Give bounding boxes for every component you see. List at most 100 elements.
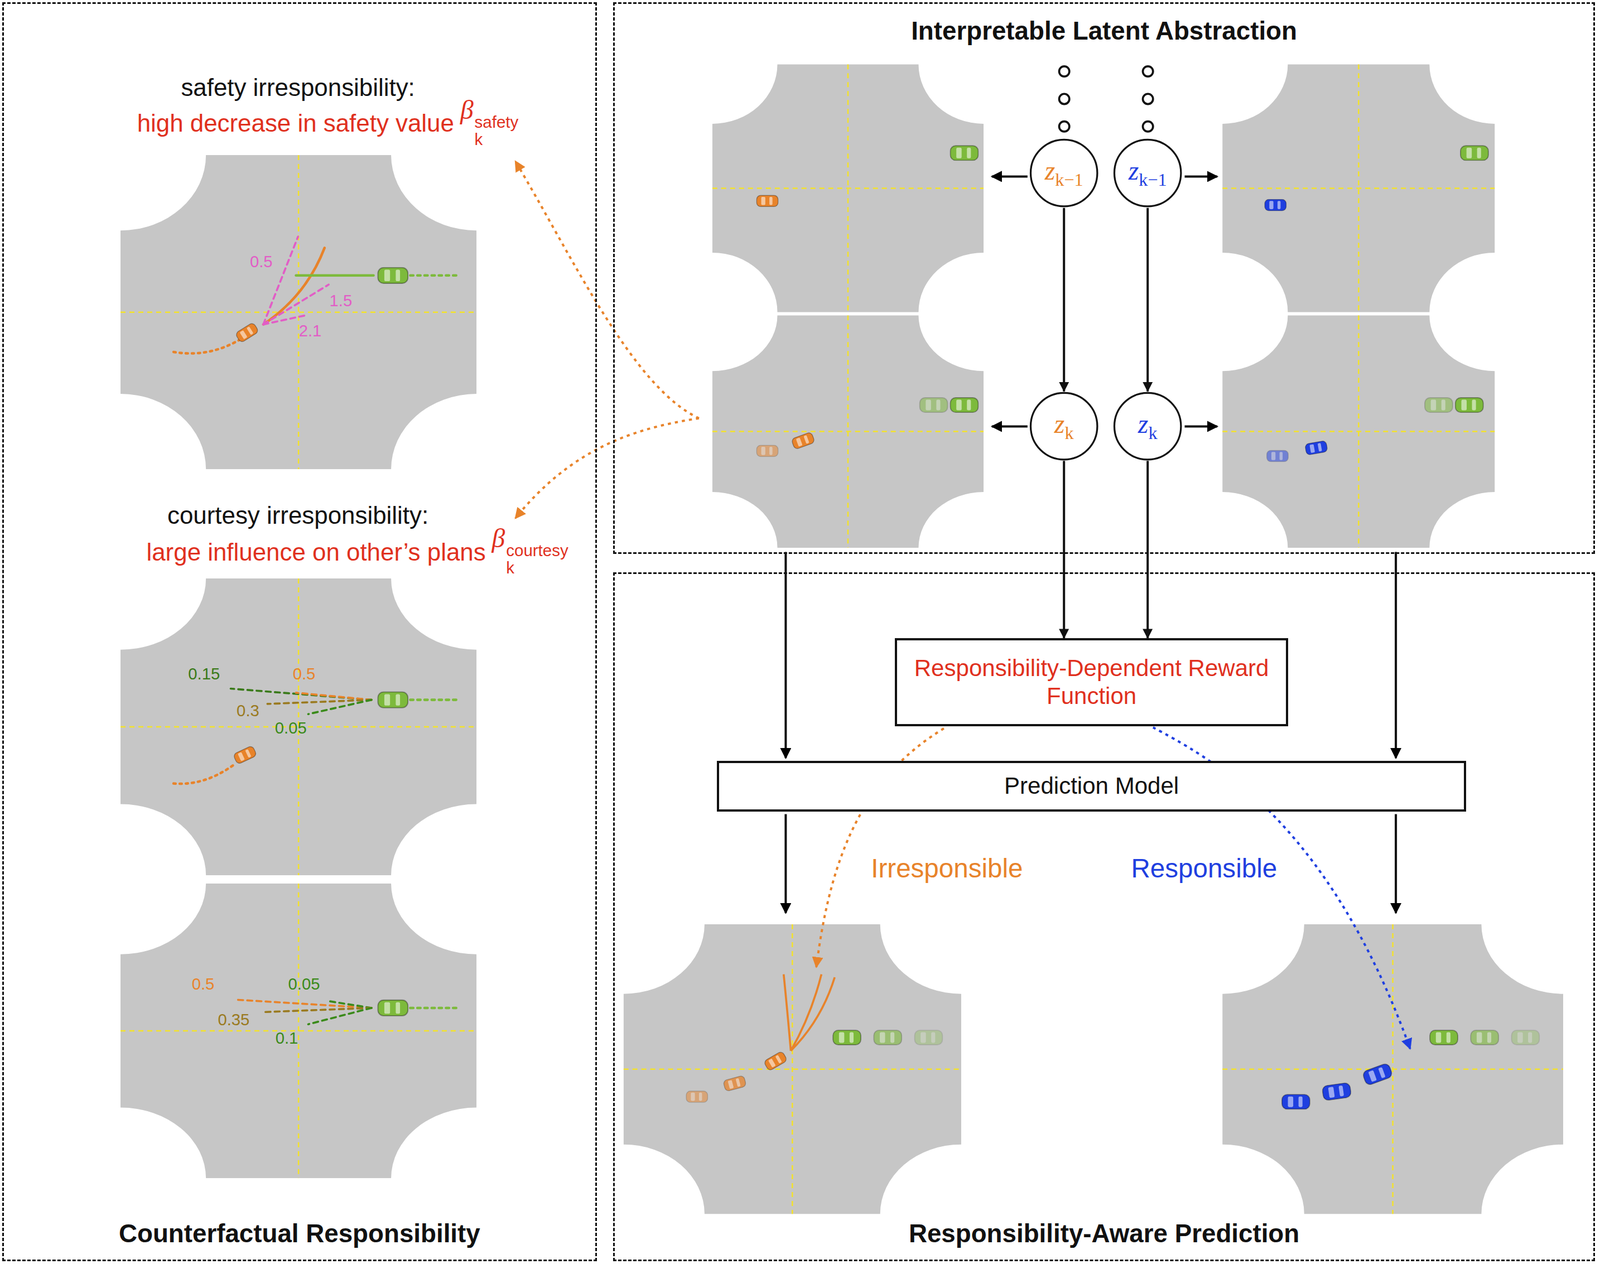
value-label: 0.5 (249, 252, 273, 272)
annotation: large influence on other’s plans (146, 537, 486, 566)
symbol-part: z (1138, 409, 1149, 439)
subscript: k (1148, 422, 1158, 443)
latent-circle: zk (1112, 391, 1183, 461)
flow-arrows (1184, 425, 1218, 428)
courtesy-scene-top (232, 745, 257, 765)
math-symbol: βksafety (460, 94, 519, 149)
value-label: 0.3 (236, 701, 260, 721)
subscript: k (474, 131, 519, 149)
value-label: 0.05 (275, 719, 307, 739)
symbol-part: z (1044, 156, 1056, 186)
courtesy-scene-top (267, 700, 372, 705)
circle-outline (1030, 140, 1098, 207)
value-label: 2.1 (299, 322, 322, 342)
value-label: 0.5 (191, 975, 215, 995)
flow-arrows (1394, 813, 1397, 913)
intersection-tiles (1222, 924, 1564, 1214)
connector-arrow (1146, 460, 1149, 639)
prediction-scenes (1429, 1030, 1458, 1045)
branch-label: Responsible (1130, 852, 1277, 884)
dotted-callouts (515, 418, 700, 519)
latent-scenes (1460, 145, 1489, 161)
courtesy-scene-bottom (236, 999, 371, 1009)
prediction-scenes (1321, 1082, 1352, 1101)
intersection-tiles (1222, 64, 1495, 312)
value-label: 1.5 (329, 291, 353, 311)
prediction-scenes (1282, 1094, 1310, 1110)
panel-heading: Counterfactual Responsibility (3, 1218, 596, 1250)
dotted-callouts (515, 161, 700, 419)
panel: zk−1zk−1zkzkInterpretable Latent Abstrac… (613, 2, 1595, 555)
prediction-scenes (686, 1091, 708, 1103)
process-box: Prediction Model (716, 760, 1467, 812)
latent-circle: zk−1 (1112, 138, 1183, 208)
value-label: 0.35 (217, 1010, 250, 1030)
safety-scene (296, 274, 374, 278)
prediction-scenes (1511, 1030, 1540, 1045)
safety-scene (234, 322, 259, 344)
intersection-tiles (120, 578, 477, 876)
latent-scenes (756, 195, 778, 207)
panel: Counterfactual Responsibility (2, 2, 597, 1262)
flow-arrows (1394, 551, 1397, 758)
annotation: high decrease in safety value (137, 109, 455, 138)
courtesy-scene-bottom (410, 1006, 460, 1010)
courtesy-scene-bottom (236, 999, 460, 1025)
latent-scenes (791, 431, 816, 450)
intersection-tiles (712, 64, 984, 312)
courtesy-scene-top (230, 688, 371, 701)
subscript: k (505, 559, 568, 577)
safety-scene (410, 274, 460, 278)
math-symbol: βkcourtesy (492, 523, 569, 577)
prediction-scenes (1361, 1062, 1394, 1087)
courtesy-scene-bottom (377, 1000, 408, 1016)
value-label: 0.1 (275, 1029, 299, 1049)
latent-scenes (1455, 397, 1484, 413)
intersection-tiles (623, 924, 962, 1214)
connector-arrow (1062, 460, 1065, 639)
latent-dots (1059, 66, 1154, 132)
safety-scene (173, 336, 245, 354)
superscript: courtesy (505, 542, 568, 560)
courtesy-scene-bottom (326, 1000, 371, 1009)
node-label: zk (1054, 408, 1074, 445)
process-box: Responsibility-Dependent Reward Function (894, 638, 1288, 726)
intersection-tiles (120, 883, 477, 1179)
script-stack: ksafety (474, 113, 519, 149)
symbol-part: z (1054, 409, 1065, 439)
symbol-part: z (1128, 156, 1140, 186)
value-label: 0.15 (188, 664, 220, 684)
superscript: safety (474, 113, 519, 132)
subscript: k−1 (1138, 170, 1168, 191)
safety-scene (173, 236, 460, 354)
prediction-scenes (783, 974, 835, 1052)
latent-dots (1143, 66, 1154, 77)
safety-scene (263, 284, 329, 325)
latent-scenes (950, 145, 978, 161)
intersection-tiles (120, 155, 477, 470)
node-label: zk (1138, 408, 1158, 445)
courtesy-scene-top (173, 764, 235, 784)
script-stack: kcourtesy (505, 542, 568, 577)
node-label: zk−1 (1044, 155, 1084, 191)
subscript: k−1 (1054, 170, 1084, 191)
flow-arrows (1184, 175, 1218, 178)
node-label: Responsibility-Dependent Reward Function (897, 654, 1286, 711)
annotation: safety irresponsibility: (180, 73, 415, 102)
flow-arrows (784, 813, 787, 913)
latent-scenes (1264, 199, 1286, 211)
value-label: 0.05 (288, 975, 321, 995)
prediction-scenes (873, 1030, 902, 1045)
latent-dots (1059, 66, 1070, 77)
latent-dots (1059, 121, 1070, 132)
latent-scenes (1304, 440, 1328, 456)
courtesy-scene-top (173, 688, 460, 785)
circle-outline (1030, 392, 1098, 460)
latent-dots (1143, 121, 1154, 132)
intersection-tiles (712, 315, 984, 548)
flow-arrows (784, 551, 787, 758)
prediction-scenes (832, 1030, 861, 1045)
